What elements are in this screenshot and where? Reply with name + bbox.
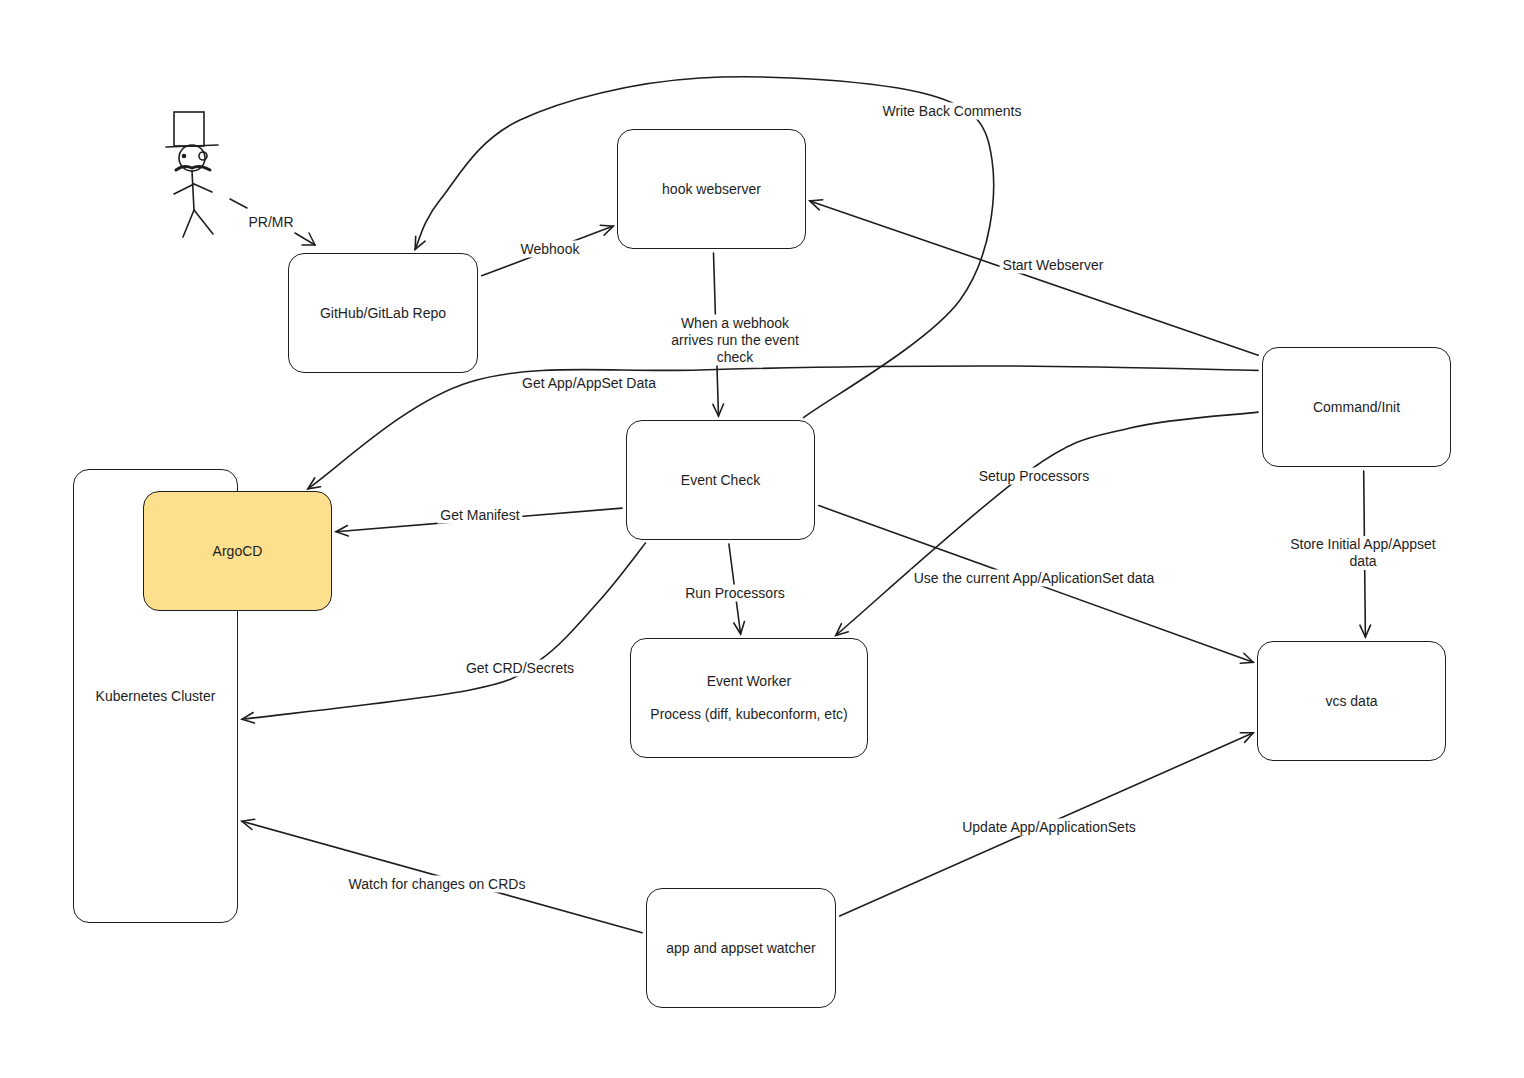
arrowhead [308, 478, 321, 489]
node-title: app and appset watcher [658, 940, 823, 957]
connector [836, 412, 1258, 635]
node-title: Command/Init [1305, 399, 1408, 416]
node-title: Event Check [673, 472, 768, 489]
connector [840, 733, 1254, 916]
arrowhead [242, 713, 254, 724]
repo-box: GitHub/GitLab Repo [288, 253, 478, 373]
edge-label: Update App/ApplicationSets [959, 819, 1139, 836]
process-box: hook webserver [617, 129, 806, 249]
edge-label: Get CRD/Secrets [463, 660, 577, 677]
arrowhead [810, 200, 823, 210]
node-title: ArgoCD [205, 543, 271, 560]
worker-box: Event WorkerProcess (diff, kubeconform, … [630, 638, 868, 758]
arrowhead [1240, 653, 1253, 663]
arrowhead [1240, 733, 1253, 743]
node-title: GitHub/GitLab Repo [312, 305, 454, 322]
node-title: Event Worker [699, 673, 800, 690]
arrowhead [242, 819, 255, 829]
connector-line [840, 733, 1254, 916]
edge-label: Watch for changes on CRDs [346, 876, 529, 893]
arrowhead [336, 526, 348, 537]
edge-label: Get App/AppSet Data [519, 375, 659, 392]
data-store-box: vcs data [1257, 641, 1446, 761]
connector [810, 200, 1258, 355]
edge-label: Store Initial App/Appset data [1275, 536, 1451, 570]
arrowhead [600, 225, 613, 235]
watcher-box: app and appset watcher [646, 888, 836, 1008]
connector [242, 819, 642, 932]
edge-label: Start Webserver [1000, 257, 1107, 274]
process-box: Event Check [626, 420, 815, 540]
edge-label: Webhook [518, 241, 583, 258]
node-title: vcs data [1317, 693, 1385, 710]
edge-label: Use the current App/AplicationSet data [911, 570, 1157, 587]
node-title: Kubernetes Cluster [88, 688, 224, 705]
pr-arrow [230, 199, 315, 245]
arrowhead [734, 622, 745, 634]
connector-line [810, 201, 1258, 355]
connector-line [836, 412, 1258, 635]
node-body: Process (diff, kubeconform, etc) [642, 706, 855, 723]
stick-figure [166, 112, 218, 237]
arrowhead [836, 624, 849, 636]
edge-label: Setup Processors [976, 468, 1093, 485]
connector-line [482, 226, 614, 276]
connector [819, 506, 1253, 664]
edge-label: When a webhook arrives run the event che… [657, 315, 813, 366]
arrow-label: PR/MR [245, 214, 296, 231]
argocd-box: ArgoCD [143, 491, 332, 611]
cluster-box: Kubernetes ClusterArgoCD [73, 469, 238, 923]
edge-label: Get Manifest [437, 507, 522, 524]
process-box: Command/Init [1262, 347, 1451, 467]
arrowhead [415, 236, 425, 249]
connector [482, 225, 614, 275]
connector-line [819, 506, 1253, 663]
node-title: hook webserver [654, 181, 769, 198]
arrowhead [1360, 625, 1371, 637]
edge-label: Write Back Comments [880, 103, 1025, 120]
edge-label: Run Processors [682, 585, 788, 602]
arrowhead [713, 404, 724, 416]
connector-line [242, 821, 642, 933]
